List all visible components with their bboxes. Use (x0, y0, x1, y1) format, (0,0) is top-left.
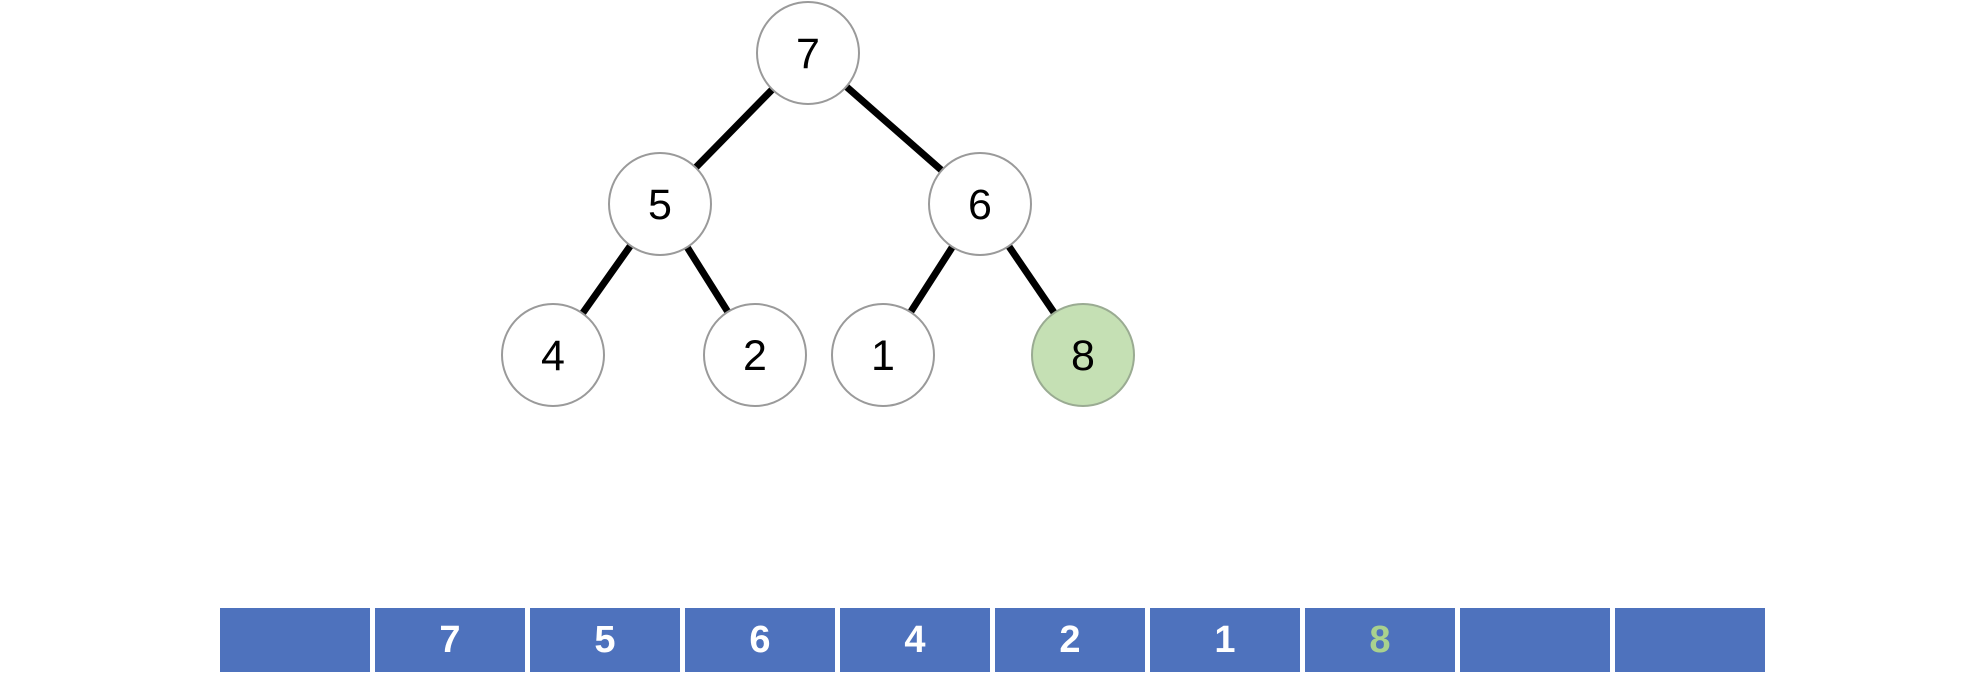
tree-node-circle[interactable] (928, 152, 1032, 256)
array-cell[interactable]: 2 (995, 608, 1145, 672)
tree-node-7[interactable]: 7 (756, 1, 860, 105)
tree-edge-5-2 (684, 245, 731, 314)
tree-node-2[interactable]: 2 (703, 303, 807, 407)
tree-node-5[interactable]: 5 (608, 152, 712, 256)
tree-edge-6-1 (907, 245, 956, 314)
tree-edge-7-5 (693, 86, 775, 171)
binary-tree-diagram: 7 5 6 4 2 1 8 (501, 1, 1135, 407)
heap-array-row: 7 5 6 4 2 1 8 (220, 608, 1765, 672)
tree-node-circle[interactable] (608, 152, 712, 256)
tree-node-circle[interactable] (831, 303, 935, 407)
array-cell[interactable]: 7 (375, 608, 525, 672)
tree-node-8[interactable]: 8 (1031, 303, 1135, 407)
tree-node-label: 8 (1071, 332, 1095, 380)
tree-node-label: 5 (648, 181, 672, 229)
tree-node-circle-highlighted[interactable] (1031, 303, 1135, 407)
tree-node-4[interactable]: 4 (501, 303, 605, 407)
tree-node-label: 2 (743, 332, 767, 380)
array-cell[interactable] (1615, 608, 1765, 672)
array-cell[interactable] (1460, 608, 1610, 672)
array-cell-value: 7 (439, 619, 461, 661)
tree-node-label: 4 (541, 332, 565, 380)
tree-node-label: 7 (796, 30, 820, 78)
array-cell-value: 2 (1059, 619, 1081, 661)
tree-node-1[interactable]: 1 (831, 303, 935, 407)
tree-node-label: 1 (871, 332, 895, 380)
tree-edge-layer (579, 84, 1058, 316)
tree-node-6[interactable]: 6 (928, 152, 1032, 256)
tree-node-circle[interactable] (756, 1, 860, 105)
array-cell[interactable] (220, 608, 370, 672)
array-cell[interactable]: 1 (1150, 608, 1300, 672)
tree-node-layer: 7 5 6 4 2 1 8 (501, 1, 1135, 407)
array-cell-value: 1 (1214, 619, 1236, 661)
tree-edge-5-4 (579, 243, 634, 316)
tree-edge-7-6 (844, 84, 944, 173)
tree-node-circle[interactable] (703, 303, 807, 407)
array-cell[interactable]: 8 (1305, 608, 1455, 672)
array-cell-value: 4 (904, 619, 926, 661)
array-cell-value: 6 (749, 619, 771, 661)
tree-node-label: 6 (968, 181, 992, 229)
array-cell-value: 8 (1369, 619, 1391, 661)
tree-edge-6-8 (1005, 244, 1058, 315)
array-cell-value: 5 (594, 619, 616, 661)
array-cell[interactable]: 6 (685, 608, 835, 672)
array-cell[interactable]: 4 (840, 608, 990, 672)
tree-node-circle[interactable] (501, 303, 605, 407)
array-cell[interactable]: 5 (530, 608, 680, 672)
